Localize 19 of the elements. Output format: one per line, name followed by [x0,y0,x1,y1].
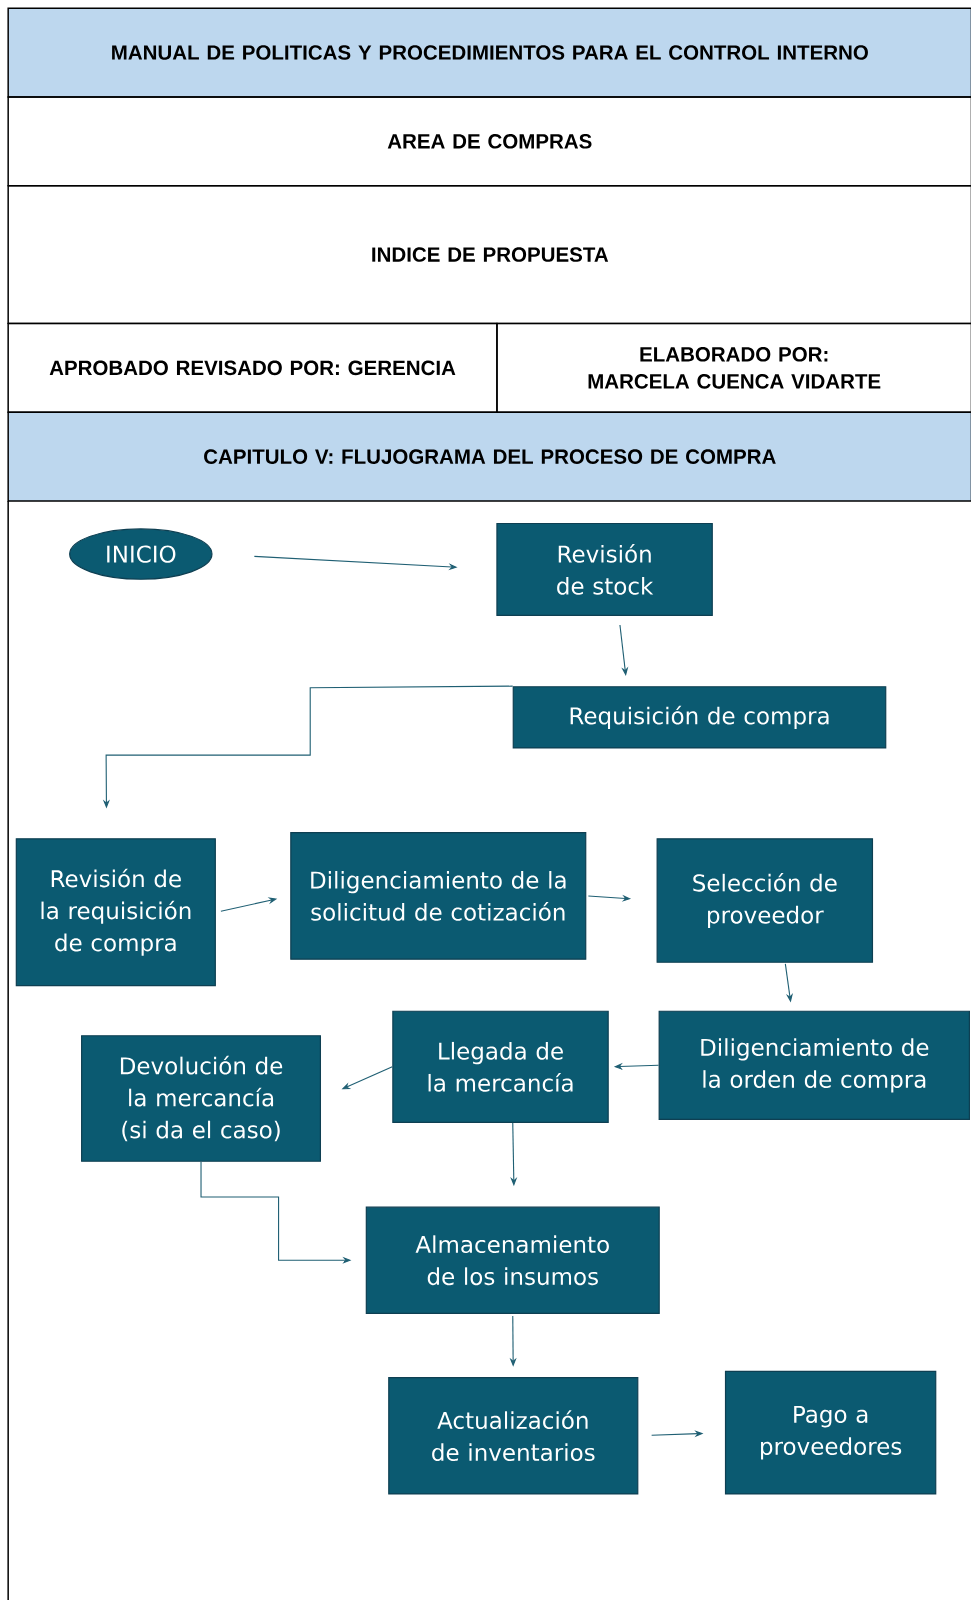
header-band: CAPITULO V: FLUJOGRAMA DEL PROCESO DE COMPRA [7,411,971,502]
process-box: Actualización de inventarios [387,1376,639,1495]
process-box: Almacenamiento de los insumos [365,1206,660,1314]
process-box: Revisión de la requisición de compra [15,838,216,987]
process-box: Pago a proveedores [724,1370,937,1495]
process-box: Llegada de la mercancía [392,1010,609,1124]
header-cell: ELABORADO POR: MARCELA CUENCA VIDARTE [496,322,971,413]
arrow [619,624,629,676]
process-box: Devolución de la mercancía (si da el caso) [80,1035,321,1162]
start-oval: INICIO [68,528,213,580]
header-cell: AREA DE COMPRAS [7,96,971,187]
process-box: Requisición de compra [512,686,887,749]
header-band: MANUAL DE POLITICAS Y PROCEDIMIENTOS PARA EL CONTROL INTERNO [7,7,971,98]
process-box: Revisión de stock [496,522,713,616]
header-cell: APROBADO REVISADO POR: GERENCIA [7,322,498,413]
process-box: Diligenciamiento de la orden de compra [658,1010,970,1120]
process-box: Selección de proveedor [656,838,873,963]
header-cell: INDICE DE PROPUESTA [7,184,971,325]
process-box: Diligenciamiento de la solicitud de cotización [290,832,587,960]
